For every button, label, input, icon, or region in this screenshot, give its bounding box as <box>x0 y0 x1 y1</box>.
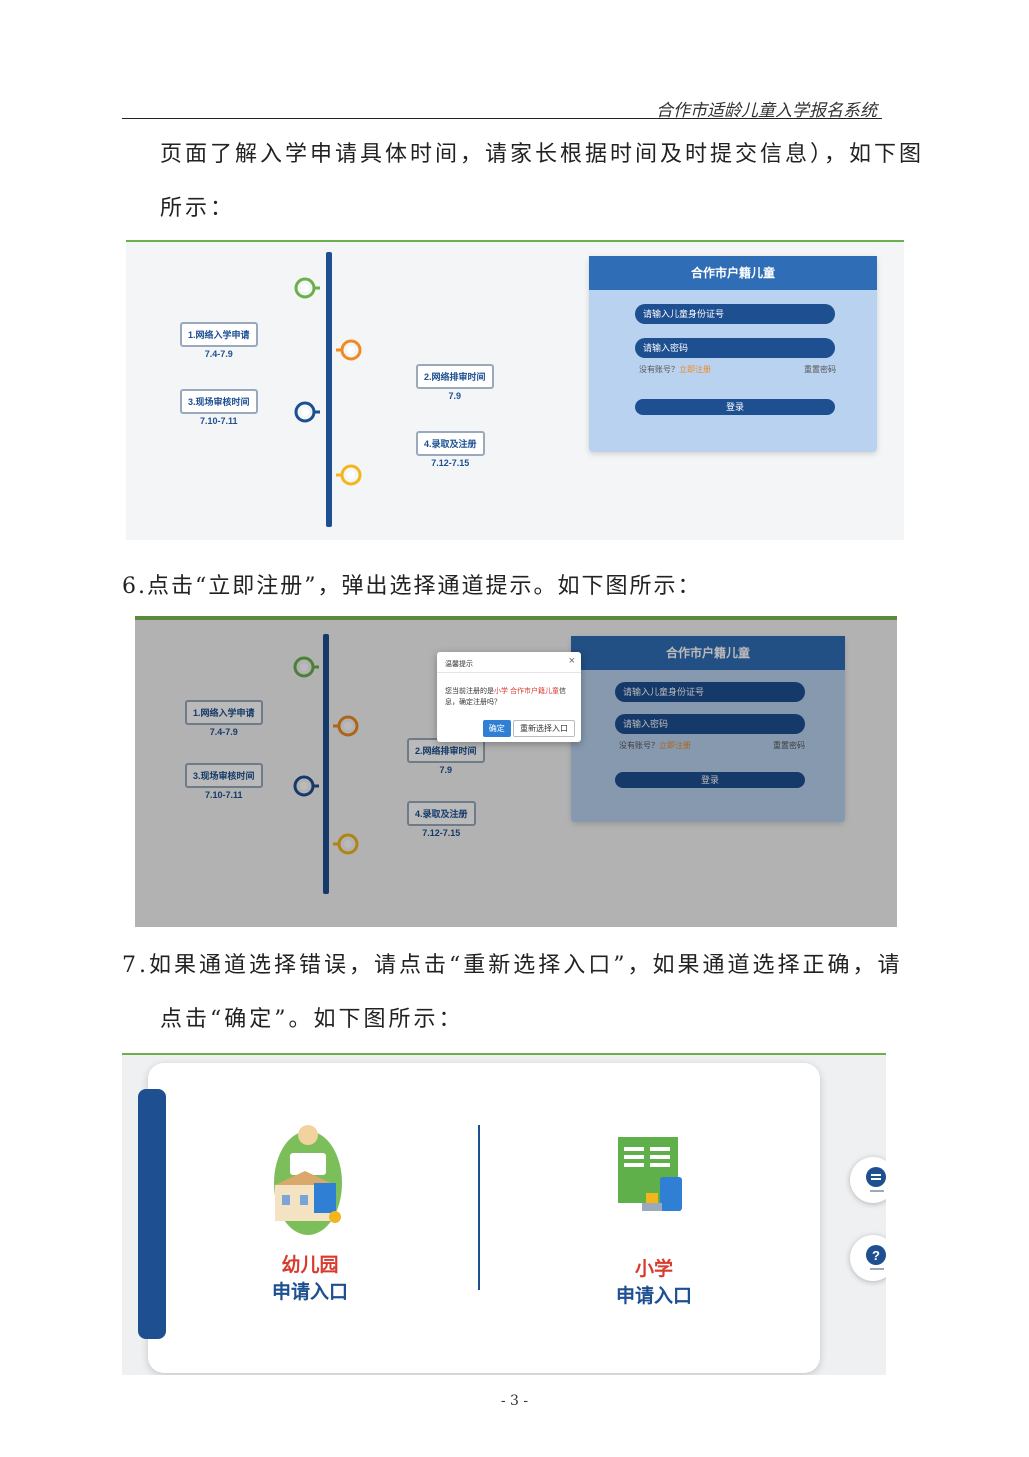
login-button[interactable]: 登录 <box>615 772 805 788</box>
password-input[interactable]: 请输入密码 <box>635 338 835 358</box>
paragraph-1-line-2: 所示： <box>160 196 236 221</box>
pin-blue-icon <box>293 775 319 797</box>
entry-divider <box>478 1125 480 1290</box>
dialog-divider <box>437 672 581 673</box>
timeline-bar <box>326 252 332 527</box>
stage-3-date: 7.10-7.11 <box>204 790 243 800</box>
primary-school-entry[interactable] <box>616 1133 696 1233</box>
stage-2-label: 2.网络排审时间 <box>416 364 494 389</box>
stage-3-date: 7.10-7.11 <box>199 416 238 426</box>
dialog-message: 您当前注册的是小学 合作市户籍儿童信息，确定注册吗？ <box>445 686 573 708</box>
login-panel: 合作市户籍儿童 请输入儿童身份证号 请输入密码 没有账号？立即注册 重置密码 登… <box>589 256 877 452</box>
paragraph-3-line-2: 点击“确定”。如下图所示： <box>160 1007 464 1032</box>
register-link[interactable]: 立即注册 <box>679 365 711 374</box>
header-title: 合作市适龄儿童入学报名系统 <box>656 101 877 121</box>
entry-card <box>148 1063 820 1373</box>
reset-password-link[interactable]: 重置密码 <box>773 741 805 750</box>
stage-1: 1.网络入学申请 7.4-7.9 <box>185 700 263 737</box>
message-icon[interactable] <box>850 1157 886 1203</box>
id-input[interactable]: 请输入儿童身份证号 <box>615 682 805 702</box>
stage-3-label: 3.现场审核时间 <box>185 763 263 788</box>
dialog-message-highlight: 小学 合作市户籍儿童 <box>494 688 559 695</box>
register-link[interactable]: 立即注册 <box>659 741 691 750</box>
paragraph-1-line-1: 页面了解入学申请具体时间，请家长根据时间及时提交信息），如下图 <box>160 142 925 167</box>
stage-1-label: 1.网络入学申请 <box>185 700 263 725</box>
screenshot-dialog: 1.网络入学申请 7.4-7.9 2.网络排审时间 7.9 3.现场审核时间 7… <box>135 616 897 927</box>
stage-2-date: 7.9 <box>439 765 453 775</box>
stage-4-label: 4.录取及注册 <box>416 431 485 456</box>
no-account-row: 没有账号？立即注册 <box>639 364 711 375</box>
kindergarten-icon <box>274 1125 342 1235</box>
left-accent-bar <box>138 1089 166 1339</box>
pin-orange-icon <box>336 339 362 361</box>
stage-4: 4.录取及注册 7.12-7.15 <box>407 801 476 838</box>
login-button[interactable]: 登录 <box>635 399 835 415</box>
stage-1: 1.网络入学申请 7.4-7.9 <box>180 322 258 359</box>
pin-green-icon <box>293 656 319 678</box>
kindergarten-label-line2: 申请入口 <box>271 1282 348 1303</box>
paragraph-2: 6.点击“立即注册”，弹出选择通道提示。如下图所示： <box>122 574 702 599</box>
stage-1-label: 1.网络入学申请 <box>180 322 258 347</box>
stage-3-label: 3.现场审核时间 <box>180 389 258 414</box>
dialog-message-suffix: 信息，确定注册吗？ <box>445 688 566 706</box>
pin-orange-icon <box>333 715 359 737</box>
login-title: 合作市户籍儿童 <box>571 636 845 670</box>
paragraph-3-line-1: 7.如果通道选择错误，请点击“重新选择入口”，如果通道选择正确，请 <box>122 953 903 978</box>
dialog-message-prefix: 您当前注册的是 <box>445 688 494 695</box>
login-panel: 合作市户籍儿童 请输入儿童身份证号 请输入密码 没有账号？立即注册 重置密码 登… <box>571 636 845 822</box>
stage-2-date: 7.9 <box>448 391 462 401</box>
stage-4: 4.录取及注册 7.12-7.15 <box>416 431 485 468</box>
kindergarten-label-line1: 幼儿园 <box>281 1255 339 1276</box>
confirm-button[interactable]: 确定 <box>482 720 511 737</box>
pin-blue-icon <box>294 401 320 423</box>
password-input[interactable]: 请输入密码 <box>615 714 805 734</box>
pin-yellow-icon <box>336 464 362 486</box>
stage-3: 3.现场审核时间 7.10-7.11 <box>185 763 263 800</box>
stage-4-date: 7.12-7.15 <box>431 458 470 468</box>
select-channel-dialog: 温馨提示 × 您当前注册的是小学 合作市户籍儿童信息，确定注册吗？ 确定 重新选… <box>437 652 581 742</box>
screenshot-entry-select: 幼儿园 申请入口 小学 申请入口 ? <box>122 1053 886 1375</box>
stage-4-label: 4.录取及注册 <box>407 801 476 826</box>
dialog-actions: 确定 重新选择入口 <box>482 720 575 737</box>
primary-school-label[interactable]: 小学 申请入口 <box>614 1254 694 1308</box>
pin-green-icon <box>294 277 320 299</box>
page-number: - 3 - <box>500 1393 529 1409</box>
stage-2: 2.网络排审时间 7.9 <box>416 364 494 401</box>
stage-3: 3.现场审核时间 7.10-7.11 <box>180 389 258 426</box>
stage-4-date: 7.12-7.15 <box>422 828 461 838</box>
svg-text:?: ? <box>872 1248 880 1263</box>
stage-1-date: 7.4-7.9 <box>204 349 233 359</box>
primary-label-line2: 申请入口 <box>615 1286 692 1307</box>
reset-password-link[interactable]: 重置密码 <box>804 365 836 374</box>
close-icon[interactable]: × <box>568 655 575 667</box>
primary-label-line1: 小学 <box>634 1259 673 1280</box>
login-title: 合作市户籍儿童 <box>589 256 877 290</box>
help-icon[interactable]: ? <box>850 1235 886 1281</box>
stage-1-date: 7.4-7.9 <box>209 727 238 737</box>
reselect-entry-button[interactable]: 重新选择入口 <box>513 720 575 737</box>
id-input[interactable]: 请输入儿童身份证号 <box>635 304 835 324</box>
primary-school-icon <box>618 1137 682 1211</box>
timeline-bar <box>323 634 329 894</box>
screenshot-timeline-login: 1.网络入学申请 7.4-7.9 2.网络排审时间 7.9 3.现场审核时间 7… <box>126 240 904 540</box>
pin-yellow-icon <box>333 833 359 855</box>
kindergarten-label[interactable]: 幼儿园 申请入口 <box>270 1250 350 1304</box>
no-account-text: 没有账号？ <box>619 741 659 750</box>
kindergarten-entry[interactable] <box>270 1113 370 1253</box>
header-divider <box>122 118 882 119</box>
no-account-text: 没有账号？ <box>639 365 679 374</box>
no-account-row: 没有账号？立即注册 <box>619 740 691 751</box>
dialog-title: 温馨提示 <box>445 661 473 668</box>
